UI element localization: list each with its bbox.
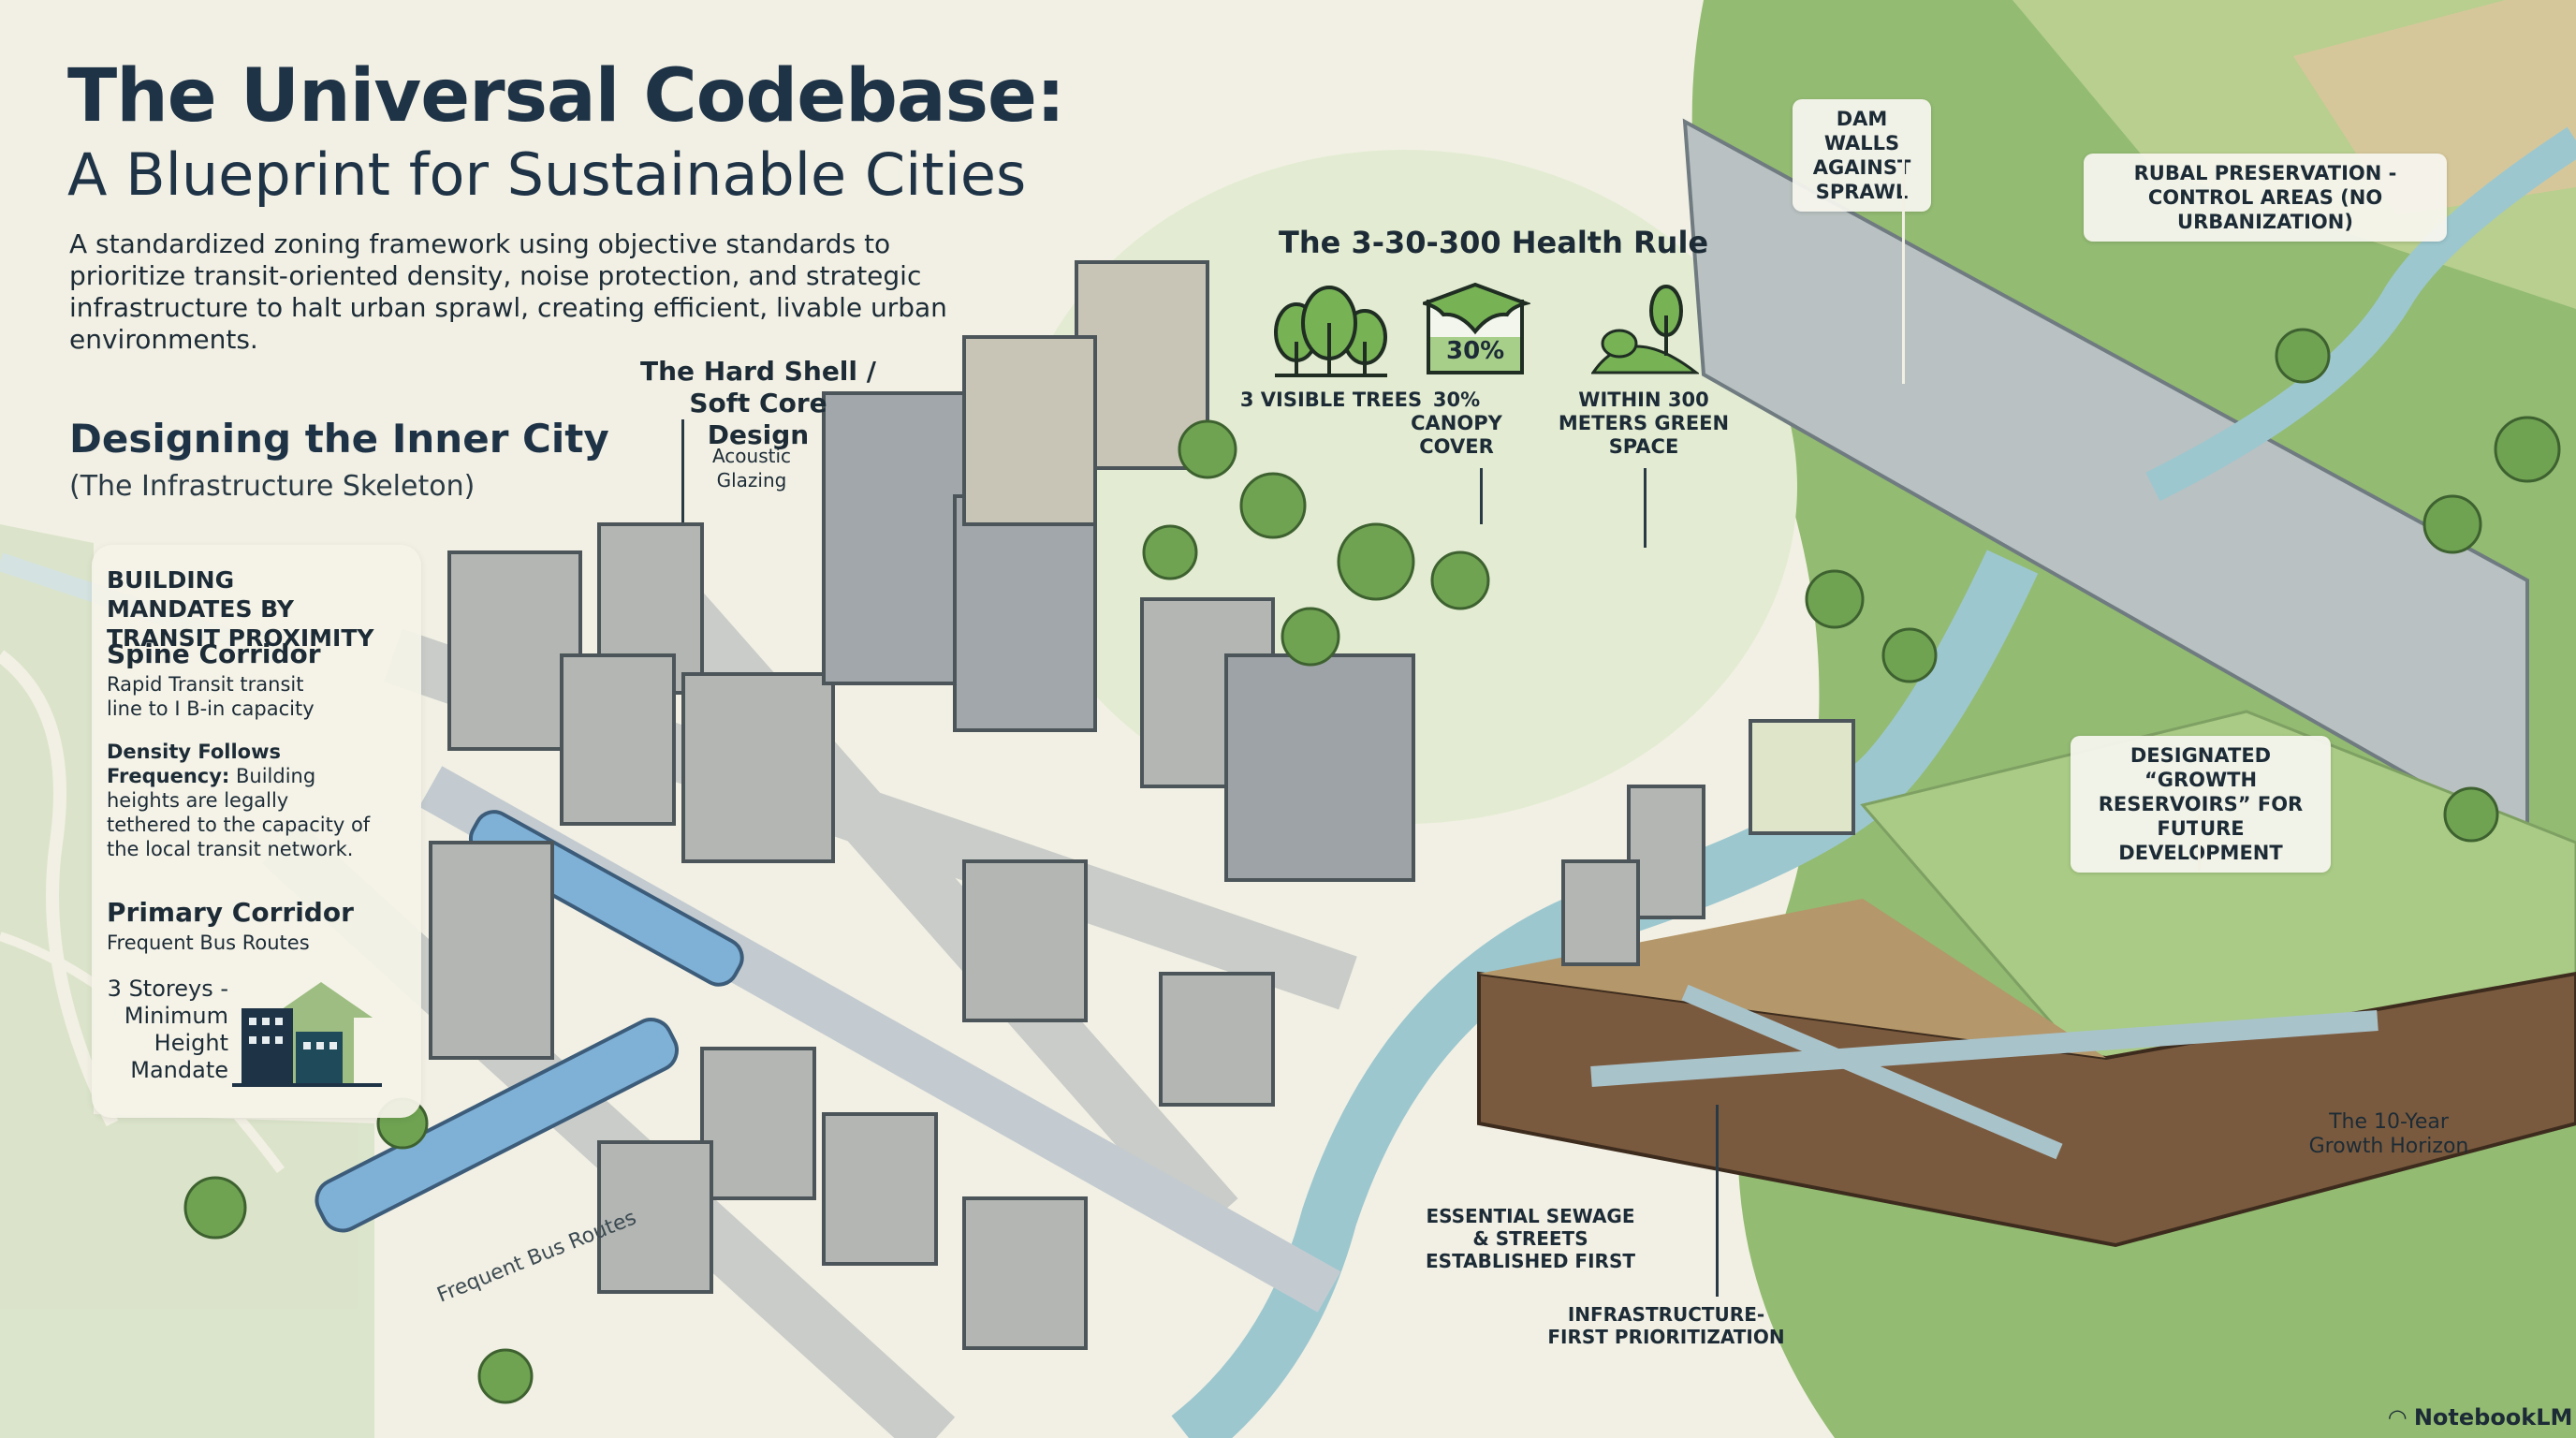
density-text: Building heights are legally tethered to… bbox=[107, 765, 371, 860]
spine-corridor-title: Spine Corridor bbox=[107, 638, 321, 669]
storeys-mandate-text: 3 Storeys - Minimum Height Mandate bbox=[107, 976, 228, 1083]
notebooklm-logo: ◠ NotebookLM bbox=[2389, 1404, 2572, 1431]
canopy-icon bbox=[1423, 283, 1530, 374]
train-lower bbox=[315, 1018, 679, 1233]
page-description: A standardized zoning framework using ob… bbox=[69, 228, 947, 355]
infrastructure-first-label: INFRASTRUCTURE-FIRST PRIORITIZATION bbox=[1547, 1303, 1785, 1348]
page-title: The Universal Codebase: bbox=[67, 54, 1065, 139]
section-subheading: (The Infrastructure Skeleton) bbox=[69, 470, 476, 503]
trees bbox=[183, 328, 2561, 1404]
notebooklm-text: NotebookLM bbox=[2413, 1404, 2573, 1431]
growth-reservoirs-label: DESIGNATED “GROWTH RESERVOIRS” FOR FUTUR… bbox=[2071, 736, 2331, 873]
growth-reservoirs-leader bbox=[2198, 814, 2201, 871]
density-bold: Density Follows Frequency: bbox=[107, 741, 282, 787]
dam-walls-leader bbox=[1902, 159, 1905, 384]
health-rule-title: The 3-30-300 Health Rule bbox=[1279, 225, 1709, 260]
density-follows-frequency: Density Follows Frequency: Building heig… bbox=[107, 740, 378, 861]
park-icon bbox=[1591, 285, 1699, 374]
health-rule-label-trees: 3 VISIBLE TREES bbox=[1239, 389, 1423, 411]
canopy-leader bbox=[1480, 468, 1483, 524]
canopy-badge: 30% bbox=[1446, 337, 1505, 365]
hard-shell-leader bbox=[681, 419, 684, 522]
green-space-leader bbox=[1644, 468, 1647, 548]
trees-icon bbox=[1274, 286, 1387, 377]
mandates-heading: BUILDING MANDATES BY TRANSIT PROXIMITY bbox=[107, 566, 374, 652]
primary-corridor-title: Primary Corridor bbox=[107, 897, 354, 928]
section-heading-inner-city: Designing the Inner City bbox=[69, 416, 609, 462]
health-rule-label-canopy: 30% CANOPY COVER bbox=[1411, 389, 1502, 458]
buildings bbox=[429, 260, 1855, 1350]
sewage-streets-label: ESSENTIAL SEWAGE & STREETS ESTABLISHED F… bbox=[1426, 1205, 1635, 1272]
acoustic-glazing-label: Acoustic Glazing bbox=[711, 445, 792, 492]
rural-preservation-label: RUBAL PRESERVATION - CONTROL AREAS (NO U… bbox=[2084, 154, 2447, 242]
primary-corridor-text: Frequent Bus Routes bbox=[107, 932, 310, 954]
health-rule-label-green-space: WITHIN 300 METERS GREEN SPACE bbox=[1558, 389, 1730, 458]
dam-walls-label: DAM WALLS AGAINST SPRAWL bbox=[1793, 99, 1931, 212]
page-subtitle: A Blueprint for Sustainable Cities bbox=[67, 140, 1027, 209]
building-mandates-card: BUILDING MANDATES BY TRANSIT PROXIMITY S… bbox=[92, 545, 421, 1118]
spine-corridor-text: Rapid Transit transit line to I B-in cap… bbox=[107, 673, 315, 720]
hard-shell-label: The Hard Shell / Soft Core Design bbox=[640, 356, 876, 450]
building-arrow-icon bbox=[232, 982, 382, 1087]
infrastructure-first-leader bbox=[1716, 1105, 1719, 1297]
growth-horizon-label: The 10-Year Growth Horizon bbox=[2308, 1110, 2469, 1158]
notebooklm-icon: ◠ bbox=[2389, 1404, 2414, 1431]
